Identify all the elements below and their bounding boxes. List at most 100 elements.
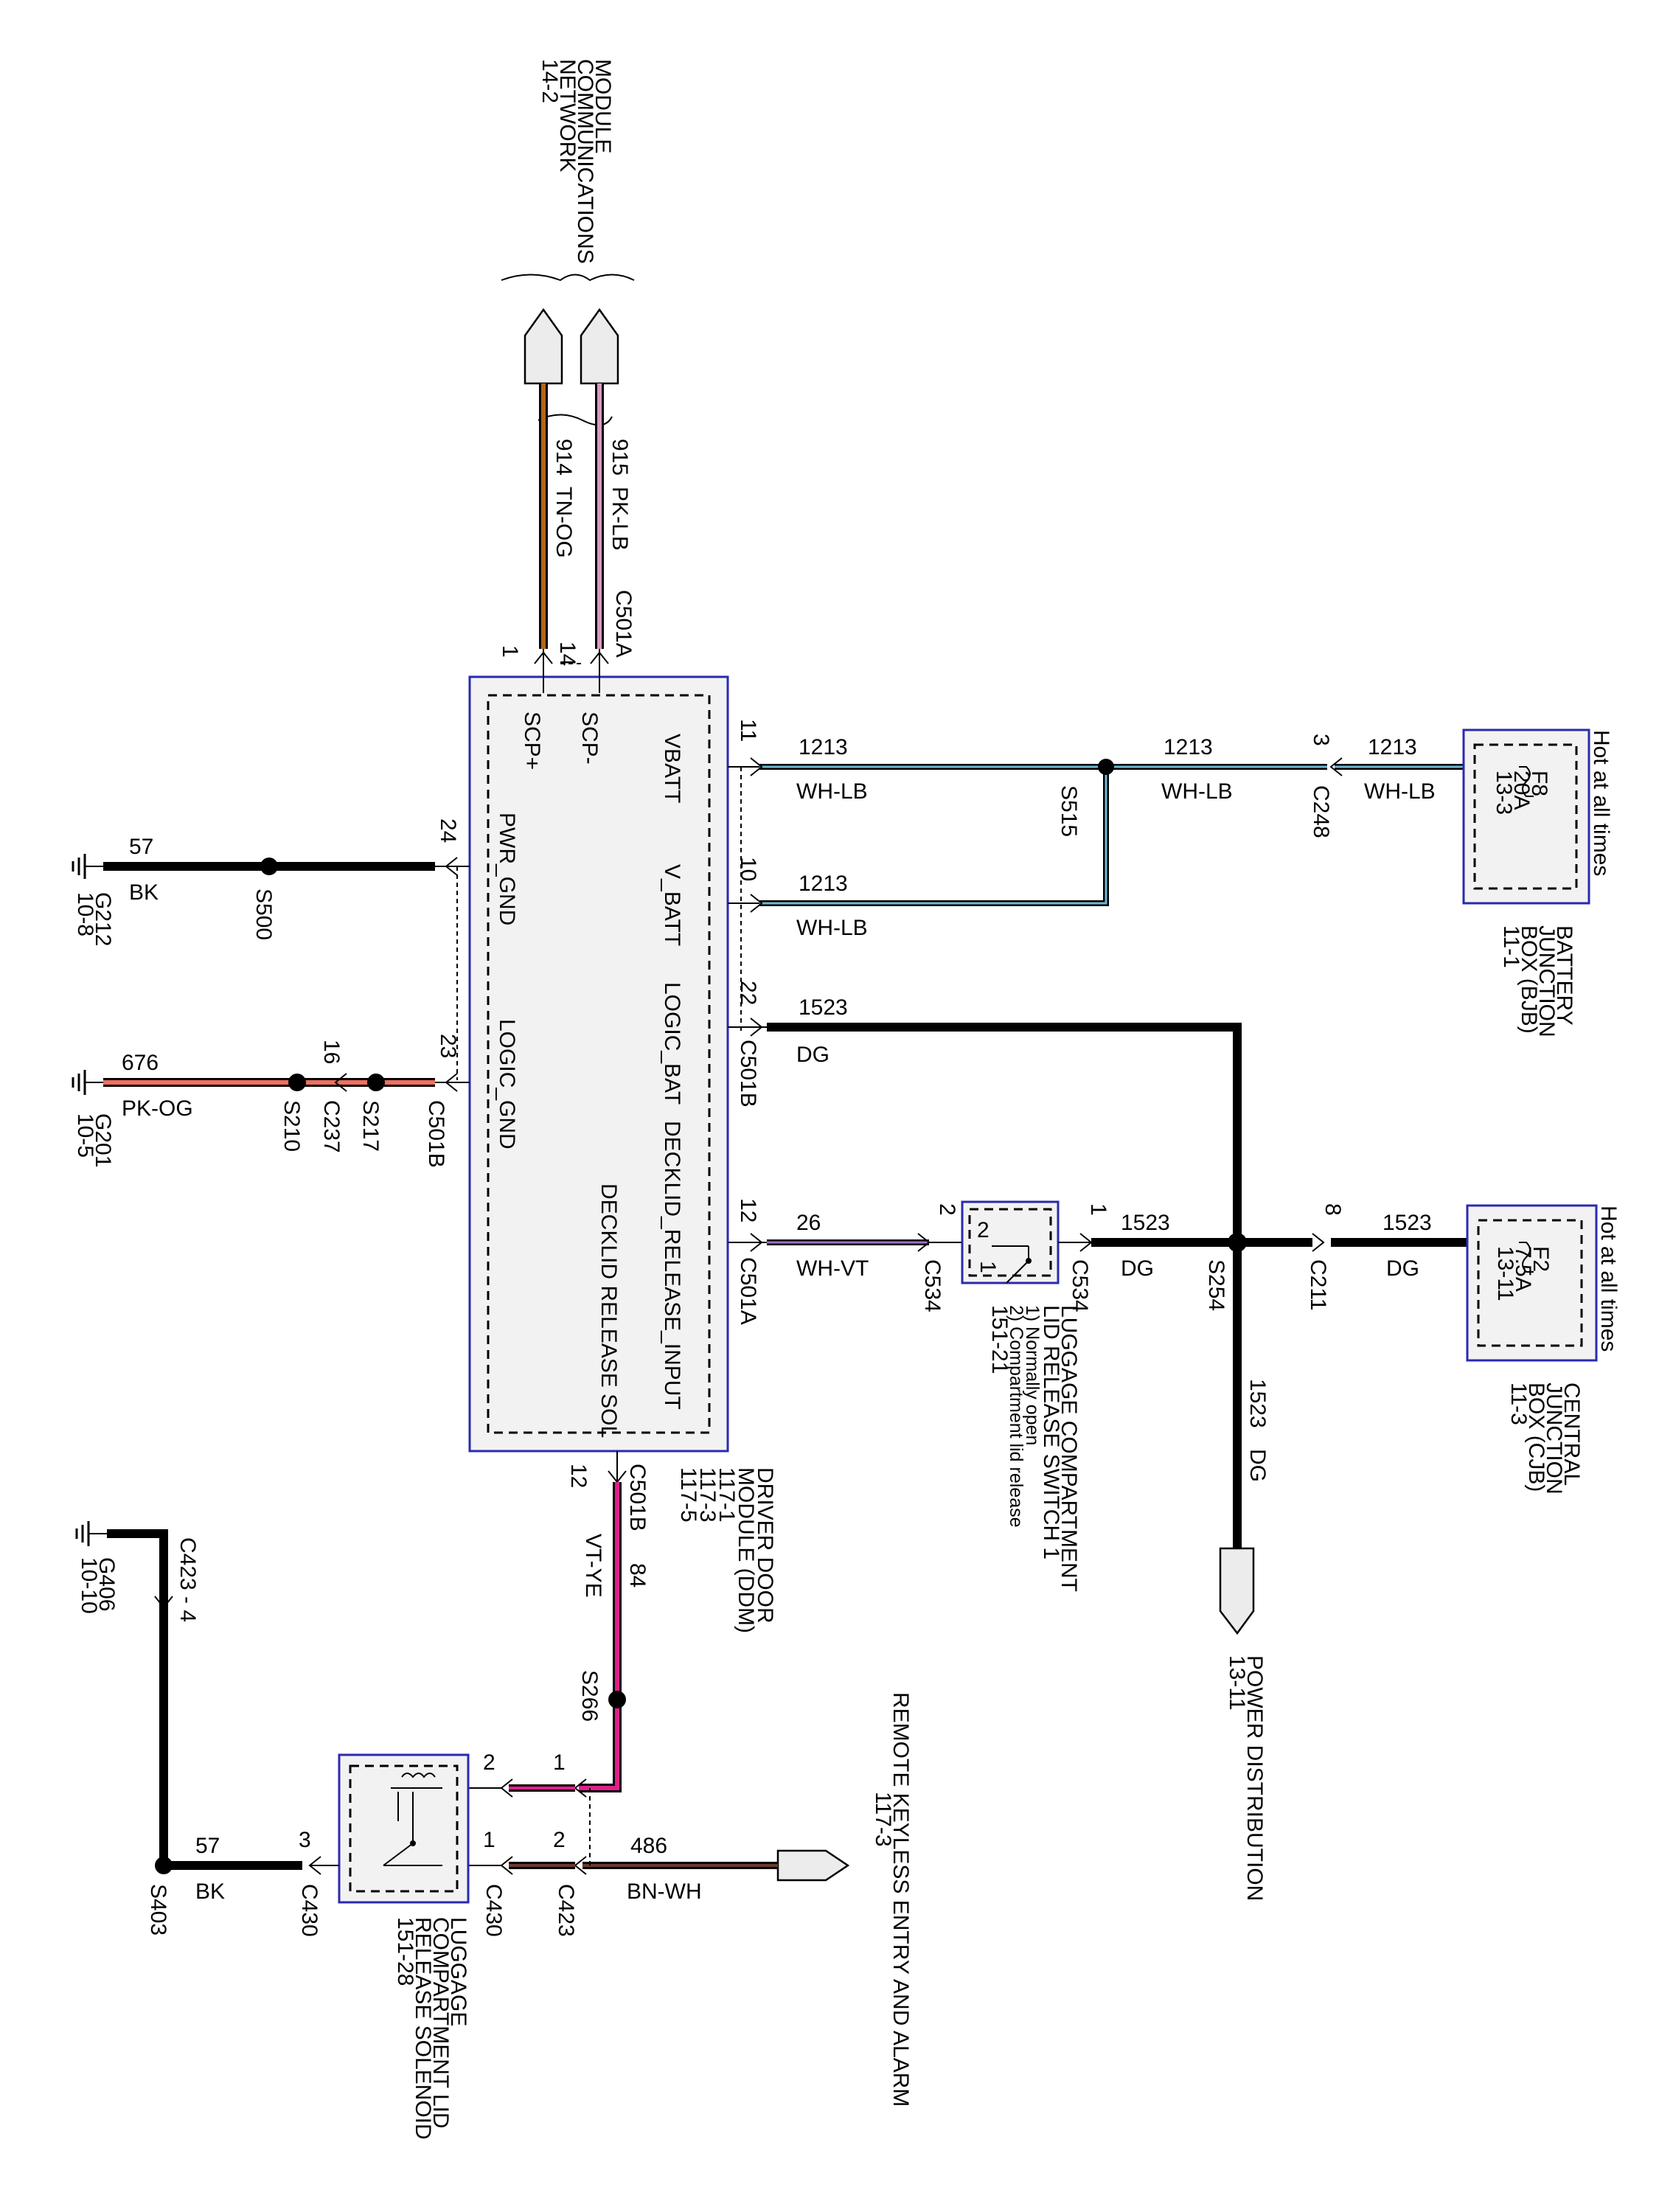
c248-pin: 3 (1309, 734, 1333, 746)
cjb-box (1466, 1204, 1598, 1362)
c430-left-label: C430 (297, 1884, 321, 1937)
splice-s500-label: S500 (251, 888, 276, 940)
c501b-left-label: C501B (424, 1100, 448, 1168)
pin-label-scp-minus: SCP- (577, 712, 602, 765)
ddm-module-inner (487, 694, 711, 1434)
splice-s515-label: S515 (1057, 785, 1081, 837)
mcn-connector-right (580, 307, 619, 385)
bjb-box (1462, 728, 1590, 905)
wire-1213-a-number: 1213 (799, 735, 848, 759)
mcn-line-3: NETWORK (555, 59, 580, 172)
wire-1523-a (767, 1023, 1242, 1548)
splice-s217-label: S217 (358, 1100, 383, 1152)
ground-g406-name: G406 (94, 1557, 119, 1611)
wire-57-top-number: 57 (129, 835, 153, 859)
cjb-line-2: JUNCTION (1542, 1382, 1566, 1495)
wire-57-top-color-label: BK (129, 880, 159, 905)
bjb-line-1: BATTERY (1552, 925, 1576, 1026)
wire-57-bottom-number: 57 (195, 1834, 220, 1858)
c430-left-arrow (308, 1856, 321, 1875)
c501a-right-label: C501A (736, 1257, 760, 1325)
splice-s515-dot (1098, 759, 1114, 775)
c430-left-pin: 3 (299, 1828, 311, 1852)
wire-1523-b-number: 1523 (1121, 1211, 1170, 1235)
wire-676-color-label: PK-OG (122, 1096, 193, 1121)
cjb-hot-label: Hot at all times (1596, 1206, 1621, 1352)
c534-right-pin: 1 (1086, 1203, 1110, 1216)
c423-top-label: C423 - 4 (175, 1537, 200, 1622)
pin-label-logic-bat: LOGIC_BAT (660, 982, 684, 1105)
pin-label-logic-gnd: LOGIC_GND (495, 1019, 519, 1150)
wire-57-bottom (107, 1529, 302, 1870)
switch-icon (992, 1245, 1032, 1284)
wire-486-number: 486 (630, 1834, 667, 1858)
cjb-line-1: CENTRAL (1559, 1382, 1584, 1486)
splice-s210-dot (288, 1074, 306, 1091)
wire-84-color-label: VT-YE (581, 1534, 605, 1598)
fuse-f2-icon (1519, 1242, 1534, 1273)
c430-pin2: 2 (483, 1750, 495, 1775)
wire-84-color (579, 1482, 619, 1790)
c534-left-label: C534 (920, 1259, 945, 1312)
ddm-pin22-arrow (750, 1018, 763, 1037)
solenoid-line-3: RELEASE SOLENOID (411, 1917, 435, 2140)
rke-line-1: REMOTE KEYLESS ENTRY AND ALARM (888, 1692, 913, 2107)
c423-pin2: 2 (553, 1828, 566, 1852)
wire-1523-b-color-label: DG (1121, 1256, 1154, 1281)
pin-number-10: 10 (736, 857, 760, 881)
splice-s266-label: S266 (577, 1670, 602, 1722)
c501a-top-label: C501A (611, 590, 636, 658)
switch-pin-b: 1 (975, 1261, 1000, 1273)
wire-676-number: 676 (122, 1051, 159, 1075)
wire-84 (579, 1482, 622, 1792)
cjb-inner (1477, 1219, 1583, 1347)
switch-label: LUGGAGE COMPARTMENT LID RELEASE SWITCH 1… (987, 1305, 1081, 1592)
c430-pin1: 1 (483, 1828, 495, 1852)
ground-g406-icon (75, 1521, 107, 1546)
ddm-title-line-5: 117-5 (676, 1467, 700, 1523)
wire-914-number: 914 (552, 439, 576, 476)
pin-label-pwr-gnd: PWR_GND (495, 813, 519, 925)
bjb-fuse-line-3: 13-3 (1492, 771, 1516, 815)
ddm-title-line-4: 117-3 (695, 1467, 720, 1523)
splice-s500-dot (260, 858, 278, 875)
cjb-fuse-line-3: 13-11 (1493, 1246, 1517, 1301)
wire-1213-b-number: 1213 (1164, 735, 1213, 759)
rke-label: REMOTE KEYLESS ENTRY AND ALARM 117-3 (871, 1692, 913, 2107)
ground-g406-page: 10-10 (77, 1557, 101, 1614)
switch-line-4: 2) Compartment lid release (1006, 1305, 1026, 1528)
splice-s254-label: S254 (1204, 1259, 1228, 1311)
c237-pin: 16 (319, 1040, 344, 1064)
solenoid-coil-icon (383, 1773, 442, 1866)
wire-1523-c-number: 1523 (1245, 1379, 1270, 1428)
c248-arrow (1329, 757, 1343, 776)
c501a-top-pin-arrow-14 (590, 651, 609, 664)
switch-line-2: LID RELEASE SWITCH 1 (1039, 1305, 1063, 1559)
c211-label: C211 (1306, 1259, 1330, 1311)
bjb-fuse-line-2: 20A (1509, 771, 1534, 810)
ddm-pin10-arrow (750, 894, 763, 913)
wire-1523-d-number: 1523 (1382, 1211, 1432, 1235)
cjb-line-4: 11-3 (1506, 1382, 1531, 1425)
ground-g201-name: G201 (91, 1113, 115, 1167)
bjb-line-3: BOX (BJB) (1517, 925, 1541, 1034)
wire-26-color-label: WH-VT (796, 1256, 869, 1281)
bjb-hot-label: Hot at all times (1589, 730, 1613, 876)
ddm-pin23-arrow (445, 1073, 458, 1092)
ground-g212-page: 10-8 (73, 892, 97, 936)
mcn-line-4: 14-2 (538, 59, 562, 103)
solenoid-box (338, 1753, 470, 1904)
solenoid-label: LUGGAGE COMPARTMENT LID RELEASE SOLENOID… (393, 1917, 470, 2140)
wire-915-color-label: PK-LB (608, 487, 632, 551)
wire-1523-c-color-label: DG (1245, 1449, 1270, 1482)
pin-number-22: 22 (736, 981, 760, 1005)
switch-line-5: 151-21 (987, 1305, 1012, 1374)
pin-label-scp-plus: SCP+ (520, 712, 544, 770)
bjb-line-2: JUNCTION (1534, 925, 1559, 1037)
ground-g201-page: 10-5 (73, 1113, 97, 1158)
solenoid-inner (349, 1764, 459, 1893)
pin-number-24: 24 (436, 818, 460, 843)
mcn-line-1: MODULE (591, 59, 615, 153)
module-comm-network-label: MODULE COMMUNICATIONS NETWORK 14-2 (538, 59, 615, 264)
splice-s266-dot (608, 1691, 626, 1708)
